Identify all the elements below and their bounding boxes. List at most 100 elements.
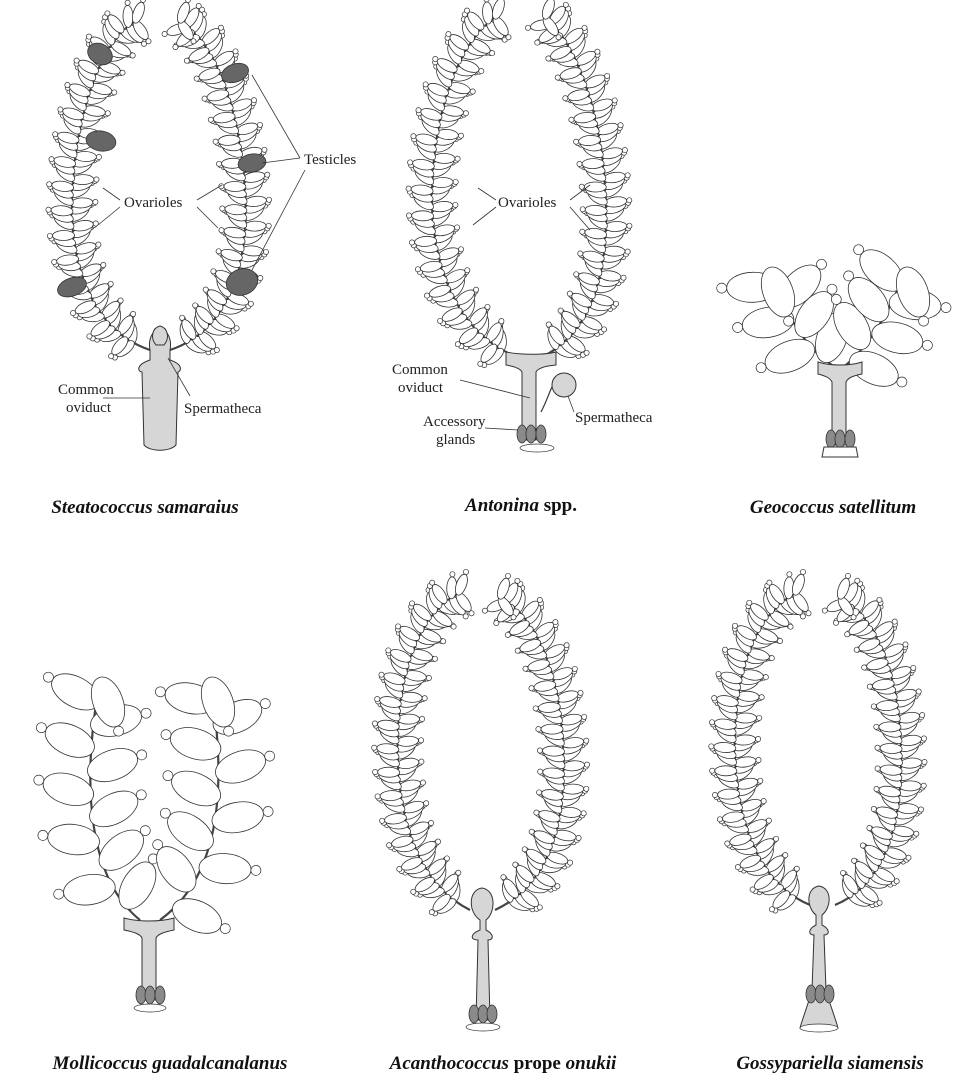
germarium <box>627 223 632 228</box>
germarium <box>733 323 743 333</box>
germarium <box>817 259 827 269</box>
germarium <box>118 298 123 303</box>
germarium <box>851 615 856 620</box>
germarium <box>470 89 475 94</box>
ovariole-chain-right <box>822 573 927 908</box>
germarium <box>140 826 150 836</box>
germarium <box>456 870 461 875</box>
ovariole <box>760 333 819 380</box>
germarium <box>605 73 610 78</box>
germarium <box>854 245 864 255</box>
accessory-gland <box>806 985 816 1003</box>
germarium <box>855 578 860 583</box>
germarium <box>569 117 574 122</box>
germarium <box>46 207 51 212</box>
germarium <box>840 870 845 875</box>
germarium <box>555 75 560 80</box>
germarium <box>800 569 805 574</box>
germarium <box>854 647 859 652</box>
accessory-gland <box>815 985 825 1003</box>
germarium <box>211 269 216 274</box>
germarium <box>750 887 755 892</box>
common-oviduct <box>471 888 493 1020</box>
ovariole <box>224 181 246 191</box>
germarium <box>474 287 479 292</box>
germarium <box>87 334 92 339</box>
germarium <box>438 318 443 323</box>
germarium <box>93 221 98 226</box>
germarium <box>563 96 568 101</box>
panel-mollicoccus <box>34 666 275 1012</box>
germarium <box>260 699 270 709</box>
germarium <box>426 675 431 680</box>
ovarioles-label: Ovarioles <box>124 195 182 211</box>
germarium <box>208 117 213 122</box>
germarium <box>621 275 626 280</box>
ovariole <box>411 211 433 221</box>
germarium <box>161 730 171 740</box>
germarium <box>625 173 630 178</box>
germarium <box>131 311 136 316</box>
germarium <box>194 76 199 81</box>
germarium <box>94 177 99 182</box>
germarium <box>537 597 542 602</box>
ovariole-chain-right <box>482 573 589 913</box>
germarium <box>262 147 267 152</box>
germarium <box>216 249 221 254</box>
germarium <box>522 847 527 852</box>
germarium <box>794 866 799 871</box>
germarium <box>525 25 530 30</box>
germarium <box>459 247 464 252</box>
germarium <box>444 856 449 861</box>
germarium <box>49 157 54 162</box>
germarium <box>484 0 489 2</box>
germarium <box>860 843 865 848</box>
germarium <box>578 690 583 695</box>
germarium <box>555 884 560 889</box>
germarium <box>897 377 907 387</box>
germarium <box>153 840 163 850</box>
germarium <box>546 56 551 61</box>
germarium <box>109 354 114 359</box>
ovariole <box>899 781 921 791</box>
germarium <box>464 8 469 13</box>
germarium <box>453 202 458 207</box>
accessory-gland <box>517 425 527 443</box>
germarium <box>505 632 510 637</box>
accessory-gland <box>526 425 536 443</box>
germarium <box>125 0 130 5</box>
germarium <box>577 161 582 166</box>
germarium <box>162 31 167 36</box>
germarium <box>34 775 44 785</box>
germarium <box>429 910 434 915</box>
ovariole <box>167 892 227 941</box>
germarium <box>213 139 218 144</box>
germarium <box>74 58 79 63</box>
germarium <box>430 580 435 585</box>
germarium <box>219 228 224 233</box>
germarium <box>423 82 428 87</box>
germarium <box>420 716 425 721</box>
caption-steatococcus: Steatococcus samaraius <box>51 497 238 518</box>
germarium <box>506 35 511 40</box>
germarium <box>921 736 926 741</box>
germarium <box>732 623 737 628</box>
germarium <box>93 199 98 204</box>
germarium <box>101 262 106 267</box>
germarium <box>867 684 872 689</box>
germarium <box>463 569 468 574</box>
germarium <box>202 96 207 101</box>
caption-geococcus: Geococcus satellitum <box>750 497 916 518</box>
germarium <box>141 708 151 718</box>
germarium <box>108 281 113 286</box>
germarium <box>787 572 792 577</box>
germarium <box>523 666 528 671</box>
germarium <box>822 608 827 613</box>
germarium <box>422 696 427 701</box>
ovariole <box>868 317 926 359</box>
germarium <box>160 808 170 818</box>
germarium <box>220 924 230 934</box>
common-oviduct <box>800 886 838 1028</box>
germarium <box>769 907 774 912</box>
germarium <box>574 139 579 144</box>
